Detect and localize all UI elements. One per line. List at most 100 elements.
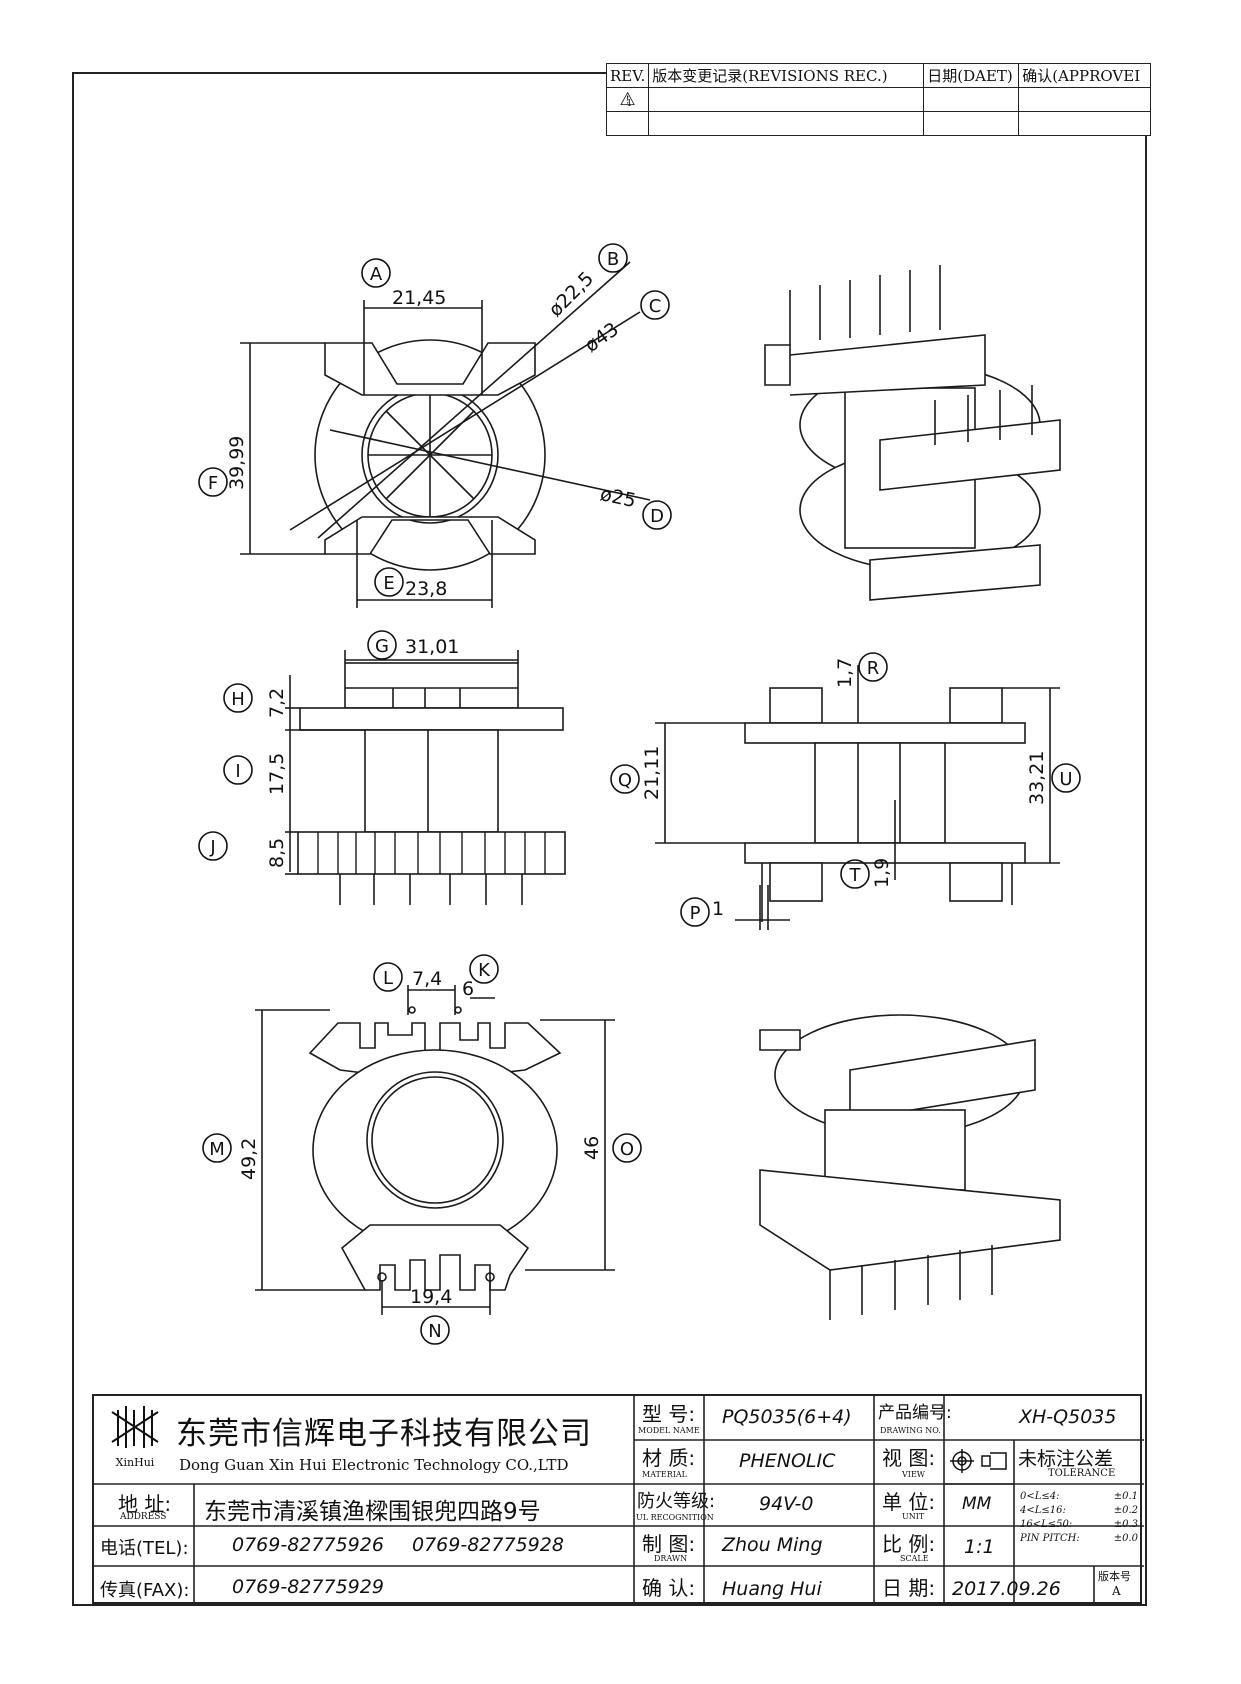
dim-C: ø43	[581, 318, 623, 357]
callout-J: J	[209, 837, 215, 858]
tolerance-title: 未标注公差	[1018, 1448, 1114, 1470]
tel-2: 0769-82775928	[412, 1534, 564, 1556]
dim-P: 1	[712, 898, 724, 920]
model-label: 型 号:	[642, 1402, 696, 1426]
tolerance-row: 16<L≤50:±0.3	[1020, 1519, 1138, 1530]
dim-J: 8,5	[266, 838, 288, 868]
date-label: 日 期:	[882, 1576, 936, 1600]
callout-E: E	[383, 573, 394, 594]
top-view	[240, 261, 651, 608]
dim-I: 17,5	[266, 753, 288, 795]
logo-text: XinHui	[115, 1456, 155, 1469]
dim-A: 21,45	[392, 287, 446, 309]
warning-triangle-icon: ⚠ 1	[620, 90, 636, 109]
callout-U: U	[1059, 769, 1072, 790]
dim-Q: 21,11	[641, 746, 663, 800]
confirm-value: Huang Hui	[722, 1578, 822, 1600]
date-header: 日期(DAET)	[923, 63, 1020, 88]
bottom-view	[255, 985, 615, 1315]
rev-cell	[648, 111, 925, 136]
iso-view-top	[764, 265, 1061, 601]
rev-cell	[605, 111, 650, 136]
callout-M: M	[209, 1139, 225, 1160]
fax-label: 传真(FAX):	[100, 1580, 190, 1601]
projection-symbol-icon	[950, 1448, 1010, 1478]
address-label-en: ADDRESS	[120, 1512, 167, 1522]
rev-cell	[1018, 111, 1152, 136]
ul-value: 94V-0	[759, 1493, 814, 1515]
dim-T: 1,9	[871, 858, 893, 888]
tolerance-row: 0<L≤4:±0.1	[1020, 1491, 1138, 1502]
callout-R: R	[867, 658, 880, 679]
unit-label-en: UNIT	[902, 1512, 925, 1521]
tolerance-row: 4<L≤16:±0.2	[1020, 1505, 1138, 1516]
rev-cell	[923, 111, 1020, 136]
dim-H: 7,2	[266, 688, 288, 718]
company-name-en: Dong Guan Xin Hui Electronic Technology …	[179, 1456, 569, 1474]
dim-E: 23,8	[405, 578, 447, 600]
ul-label-en: UL RECOGNITION	[636, 1513, 714, 1522]
callout-F: F	[208, 473, 218, 494]
callout-A: A	[370, 264, 383, 285]
scale-value: 1:1	[964, 1536, 995, 1558]
date-value: 2017.09.26	[952, 1578, 1061, 1600]
side-view	[655, 665, 1060, 930]
material-value: PHENOLIC	[739, 1450, 836, 1472]
callout-Q: Q	[618, 770, 632, 791]
dim-G: 31,01	[405, 636, 459, 658]
drawn-label-en: DRAWN	[654, 1554, 688, 1563]
view-label: 视 图:	[882, 1446, 936, 1470]
callout-I: I	[235, 761, 240, 782]
dim-O: 46	[581, 1136, 603, 1160]
drawn-value: Zhou Ming	[722, 1534, 823, 1556]
callout-C: C	[649, 296, 662, 317]
dim-L: 7,4	[412, 968, 442, 990]
dim-K: 6	[462, 978, 474, 1000]
ul-label: 防火等级:	[637, 1491, 716, 1512]
rev-number: 1	[626, 98, 633, 109]
tolerance-en: TOLERANCE	[1048, 1468, 1116, 1479]
drawing-no-label-en: DRAWING NO.	[880, 1426, 941, 1435]
callout-D: D	[650, 506, 664, 527]
tolerance-list: 0<L≤4:±0.1 4<L≤16:±0.2 16<L≤50:±0.3 PIN …	[1020, 1490, 1138, 1546]
callout-T: T	[849, 865, 862, 886]
rev-cell	[648, 87, 925, 112]
callout-G: G	[375, 636, 389, 657]
version-label: 版本号	[1098, 1570, 1131, 1583]
view-label-en: VIEW	[902, 1470, 925, 1479]
rev-warning-cell: ⚠ 1	[605, 87, 650, 112]
unit-value: MM	[962, 1494, 992, 1514]
dim-M: 49,2	[238, 1138, 260, 1180]
dim-F: 39,99	[226, 436, 248, 490]
scale-label: 比 例:	[882, 1532, 936, 1556]
logo-mark-icon	[111, 1406, 159, 1448]
confirm-label: 确 认:	[642, 1576, 696, 1600]
unit-label: 单 位:	[882, 1490, 936, 1514]
dim-R: 1,7	[834, 658, 856, 688]
callout-O: O	[620, 1139, 634, 1160]
drawing-no-value: XH-Q5035	[1019, 1406, 1117, 1428]
title-block-grid	[94, 1396, 1144, 1606]
tel-1: 0769-82775926	[232, 1534, 384, 1556]
title-block: XinHui 东莞市信辉电子科技有限公司 Dong Guan Xin Hui E…	[92, 1394, 1144, 1606]
address-value: 东莞市清溪镇渔樑围银兜四路9号	[204, 1499, 541, 1525]
tel-label: 电话(TEL):	[100, 1538, 189, 1559]
scale-label-en: SCALE	[900, 1554, 929, 1563]
callout-H: H	[231, 689, 245, 710]
approve-header: 确认(APPROVEI	[1018, 63, 1152, 88]
material-label-en: MATERIAL	[642, 1470, 687, 1479]
drawn-label: 制 图:	[642, 1532, 696, 1556]
revision-table: REV. 版本变更记录(REVISIONS REC.) 日期(DAET) 确认(…	[605, 63, 1152, 136]
model-label-en: MODEL NAME	[638, 1426, 700, 1435]
dim-U: 33,21	[1026, 751, 1048, 805]
company-logo: XinHui	[104, 1402, 166, 1476]
callout-N: N	[428, 1321, 441, 1342]
front-view	[285, 650, 566, 905]
fax-value: 0769-82775929	[232, 1576, 384, 1598]
dim-D: ø25	[598, 483, 638, 512]
drawing-no-label: 产品编号:	[878, 1403, 952, 1423]
callout-P: P	[690, 903, 701, 924]
version-value: A	[1112, 1584, 1121, 1598]
address-label: 地 址:	[118, 1492, 172, 1516]
